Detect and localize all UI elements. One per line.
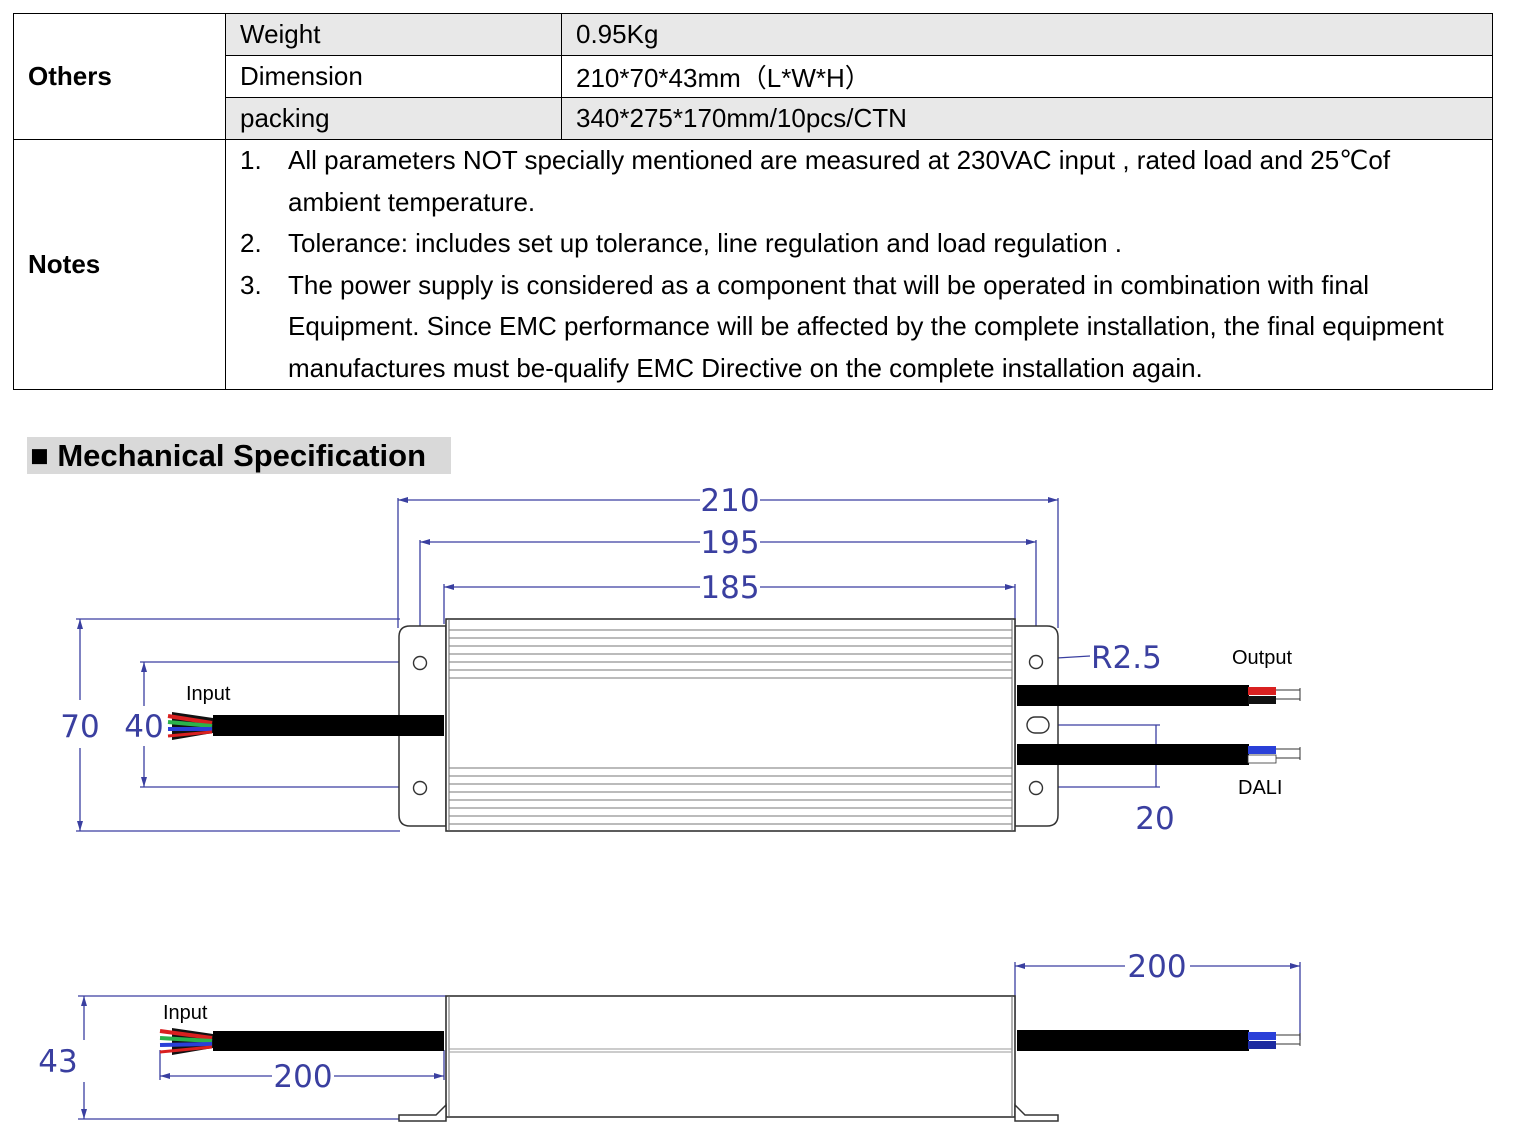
note-text: Tolerance: includes set up tolerance, li… <box>288 228 1122 258</box>
spec-table: Others Weight 0.95Kg Dimension 210*70*43… <box>13 13 1493 390</box>
notes-cell: 1. All parameters NOT specially mentione… <box>225 139 1493 390</box>
dim-200-input: 200 <box>273 1059 332 1095</box>
packing-value: 340*275*170mm/10pcs/CTN <box>561 97 1493 140</box>
others-group-label: Others <box>13 13 226 140</box>
dim-210: 210 <box>700 483 759 519</box>
section-title: ■ Mechanical Specification <box>27 437 451 474</box>
dim-195: 195 <box>700 525 759 561</box>
note-item: 1. All parameters NOT specially mentione… <box>226 140 1492 223</box>
dim-185: 185 <box>700 570 759 606</box>
dim-70: 70 <box>60 709 99 745</box>
note-number: 3. <box>240 269 262 300</box>
packing-label: packing <box>225 97 562 140</box>
dim-20: 20 <box>1135 801 1174 837</box>
mechanical-drawing: 210 195 185 70 40 R2.5 20 43 200 200 Inp… <box>38 483 1301 1122</box>
label-dali: DALI <box>1238 777 1282 799</box>
weight-label: Weight <box>225 13 562 56</box>
note-text: All parameters NOT specially mentioned a… <box>288 145 1391 217</box>
notes-group-label: Notes <box>13 139 226 390</box>
label-input-side: Input <box>163 1002 208 1024</box>
note-item: 2. Tolerance: includes set up tolerance,… <box>226 223 1492 265</box>
note-item: 3. The power supply is considered as a c… <box>226 265 1492 390</box>
dimension-value: 210*70*43mm（L*W*H） <box>561 55 1493 98</box>
dimension-label: Dimension <box>225 55 562 98</box>
note-number: 1. <box>240 145 262 175</box>
dim-43: 43 <box>38 1044 77 1080</box>
side-view <box>78 962 1301 1122</box>
dim-r25: R2.5 <box>1091 640 1162 676</box>
label-input-top: Input <box>186 683 231 705</box>
top-view <box>76 497 1301 832</box>
label-output: Output <box>1232 647 1292 669</box>
note-number: 2. <box>240 228 262 258</box>
dim-200-output: 200 <box>1127 949 1186 985</box>
weight-value: 0.95Kg <box>561 13 1493 56</box>
note-text: The power supply is considered as a comp… <box>288 269 1444 383</box>
dim-40: 40 <box>124 709 163 745</box>
